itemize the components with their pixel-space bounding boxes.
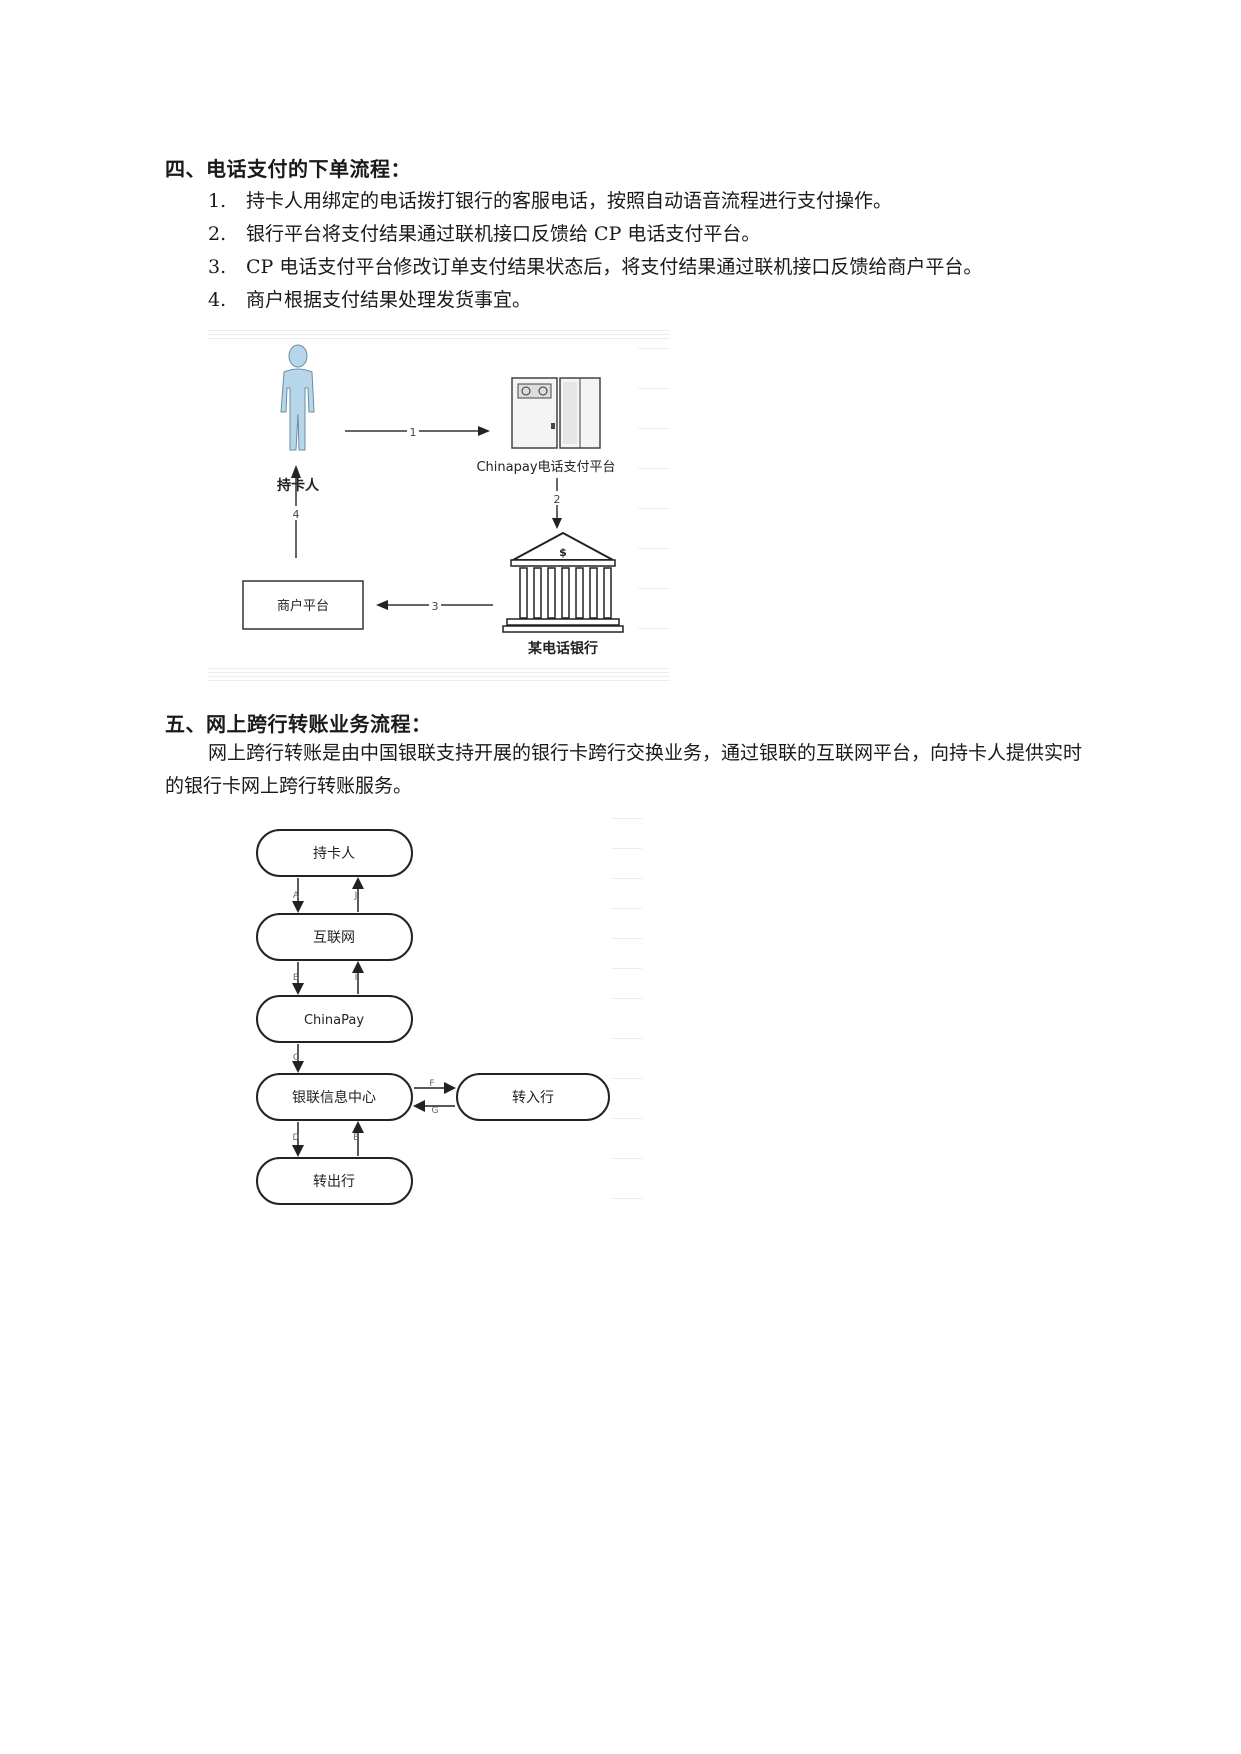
arrow-2: 2 — [551, 478, 563, 529]
server-icon — [511, 377, 601, 449]
arrow-c: C — [292, 1044, 304, 1073]
label-i: I — [355, 973, 358, 983]
arrow-1: 1 — [345, 423, 490, 439]
arrow-e: E — [352, 1121, 364, 1156]
arrow-4-label: 4 — [293, 508, 300, 521]
list-item: 3. CP 电话支付平台修改订单支付结果状态后，将支付结果通过联机接口反馈给商户平… — [208, 255, 982, 279]
person-icon — [280, 344, 315, 451]
arrow-d: D — [292, 1122, 304, 1157]
arrow-3-label: 3 — [432, 600, 439, 613]
cardholder-label: 持卡人 — [277, 477, 320, 494]
arrow-2-label: 2 — [554, 493, 561, 506]
list-item: 4. 商户根据支付结果处理发货事宜。 — [208, 288, 531, 312]
node-cardholder-label: 持卡人 — [313, 846, 355, 862]
arrow-1-label: 1 — [410, 426, 417, 439]
list-text: 银行平台将支付结果通过联机接口反馈给 CP 电话支付平台。 — [246, 223, 761, 245]
list-number: 1. — [208, 190, 227, 212]
arrow-j: J — [352, 877, 364, 912]
label-a: A — [293, 891, 300, 901]
label-j: J — [354, 891, 358, 901]
platform-label: Chinapay电话支付平台 — [476, 460, 615, 475]
list-number: 3. — [208, 256, 227, 278]
list-item: 1. 持卡人用绑定的电话拨打银行的客服电话，按照自动语音流程进行支付操作。 — [208, 189, 892, 213]
bank-label: 某电话银行 — [528, 640, 598, 657]
node-chinapay — [256, 995, 413, 1043]
arrow-a: A — [292, 878, 304, 913]
section5-heading: 五、网上跨行转账业务流程： — [165, 712, 432, 736]
node-cup-center-label: 银联信息中心 — [292, 1089, 376, 1106]
node-transfer-in-label: 转入行 — [512, 1090, 554, 1106]
node-chinapay-label: ChinaPay — [304, 1013, 364, 1028]
merchant-box — [242, 580, 364, 630]
label-f: F — [429, 1079, 434, 1089]
node-cup-center — [256, 1073, 413, 1121]
dollar-sign: $ — [559, 546, 567, 559]
list-text: CP 电话支付平台修改订单支付结果状态后，将支付结果通过联机接口反馈给商户平台。 — [246, 256, 983, 278]
label-c: C — [293, 1053, 299, 1063]
transfer-flow-diagram: 持卡人 互联网 ChinaPay 银联信息中心 转入行 转出行 A J B I — [232, 808, 644, 1212]
label-d: D — [293, 1133, 300, 1143]
node-cardholder — [256, 829, 413, 877]
phone-payment-diagram: 持卡人 1 Chinapay电话支付平台 2 — [208, 328, 670, 683]
list-item: 2. 银行平台将支付结果通过联机接口反馈给 CP 电话支付平台。 — [208, 222, 760, 246]
label-b: B — [293, 973, 299, 983]
arrow-b: B — [292, 962, 304, 995]
label-e: E — [353, 1133, 359, 1143]
scan-stripes — [612, 818, 642, 1199]
arrow-4: 4 — [290, 465, 302, 558]
bank-icon: $ — [502, 531, 624, 633]
node-transfer-out-label: 转出行 — [313, 1174, 355, 1190]
paragraph-text: 网上跨行转账是由中国银联支持开展的银行卡跨行交换业务，通过银联的互联网平台，向持… — [165, 742, 1083, 797]
arrow-3: 3 — [376, 597, 493, 613]
section4-heading: 四、电话支付的下单流程： — [165, 157, 411, 181]
section5-paragraph: 网上跨行转账是由中国银联支持开展的银行卡跨行交换业务，通过银联的互联网平台，向持… — [165, 737, 1090, 803]
node-transfer-out — [256, 1157, 413, 1205]
node-internet-label: 互联网 — [313, 930, 355, 946]
arrow-g: G — [413, 1100, 455, 1116]
merchant-label: 商户平台 — [277, 598, 329, 614]
list-text: 持卡人用绑定的电话拨打银行的客服电话，按照自动语音流程进行支付操作。 — [246, 190, 893, 212]
list-number: 2. — [208, 223, 227, 245]
label-g: G — [432, 1106, 439, 1116]
arrow-i: I — [352, 961, 364, 994]
scan-stripes — [208, 330, 670, 681]
list-text: 商户根据支付结果处理发货事宜。 — [246, 289, 532, 311]
list-number: 4. — [208, 289, 227, 311]
node-internet — [256, 913, 413, 961]
arrow-f: F — [414, 1079, 456, 1094]
node-transfer-in — [456, 1073, 610, 1121]
